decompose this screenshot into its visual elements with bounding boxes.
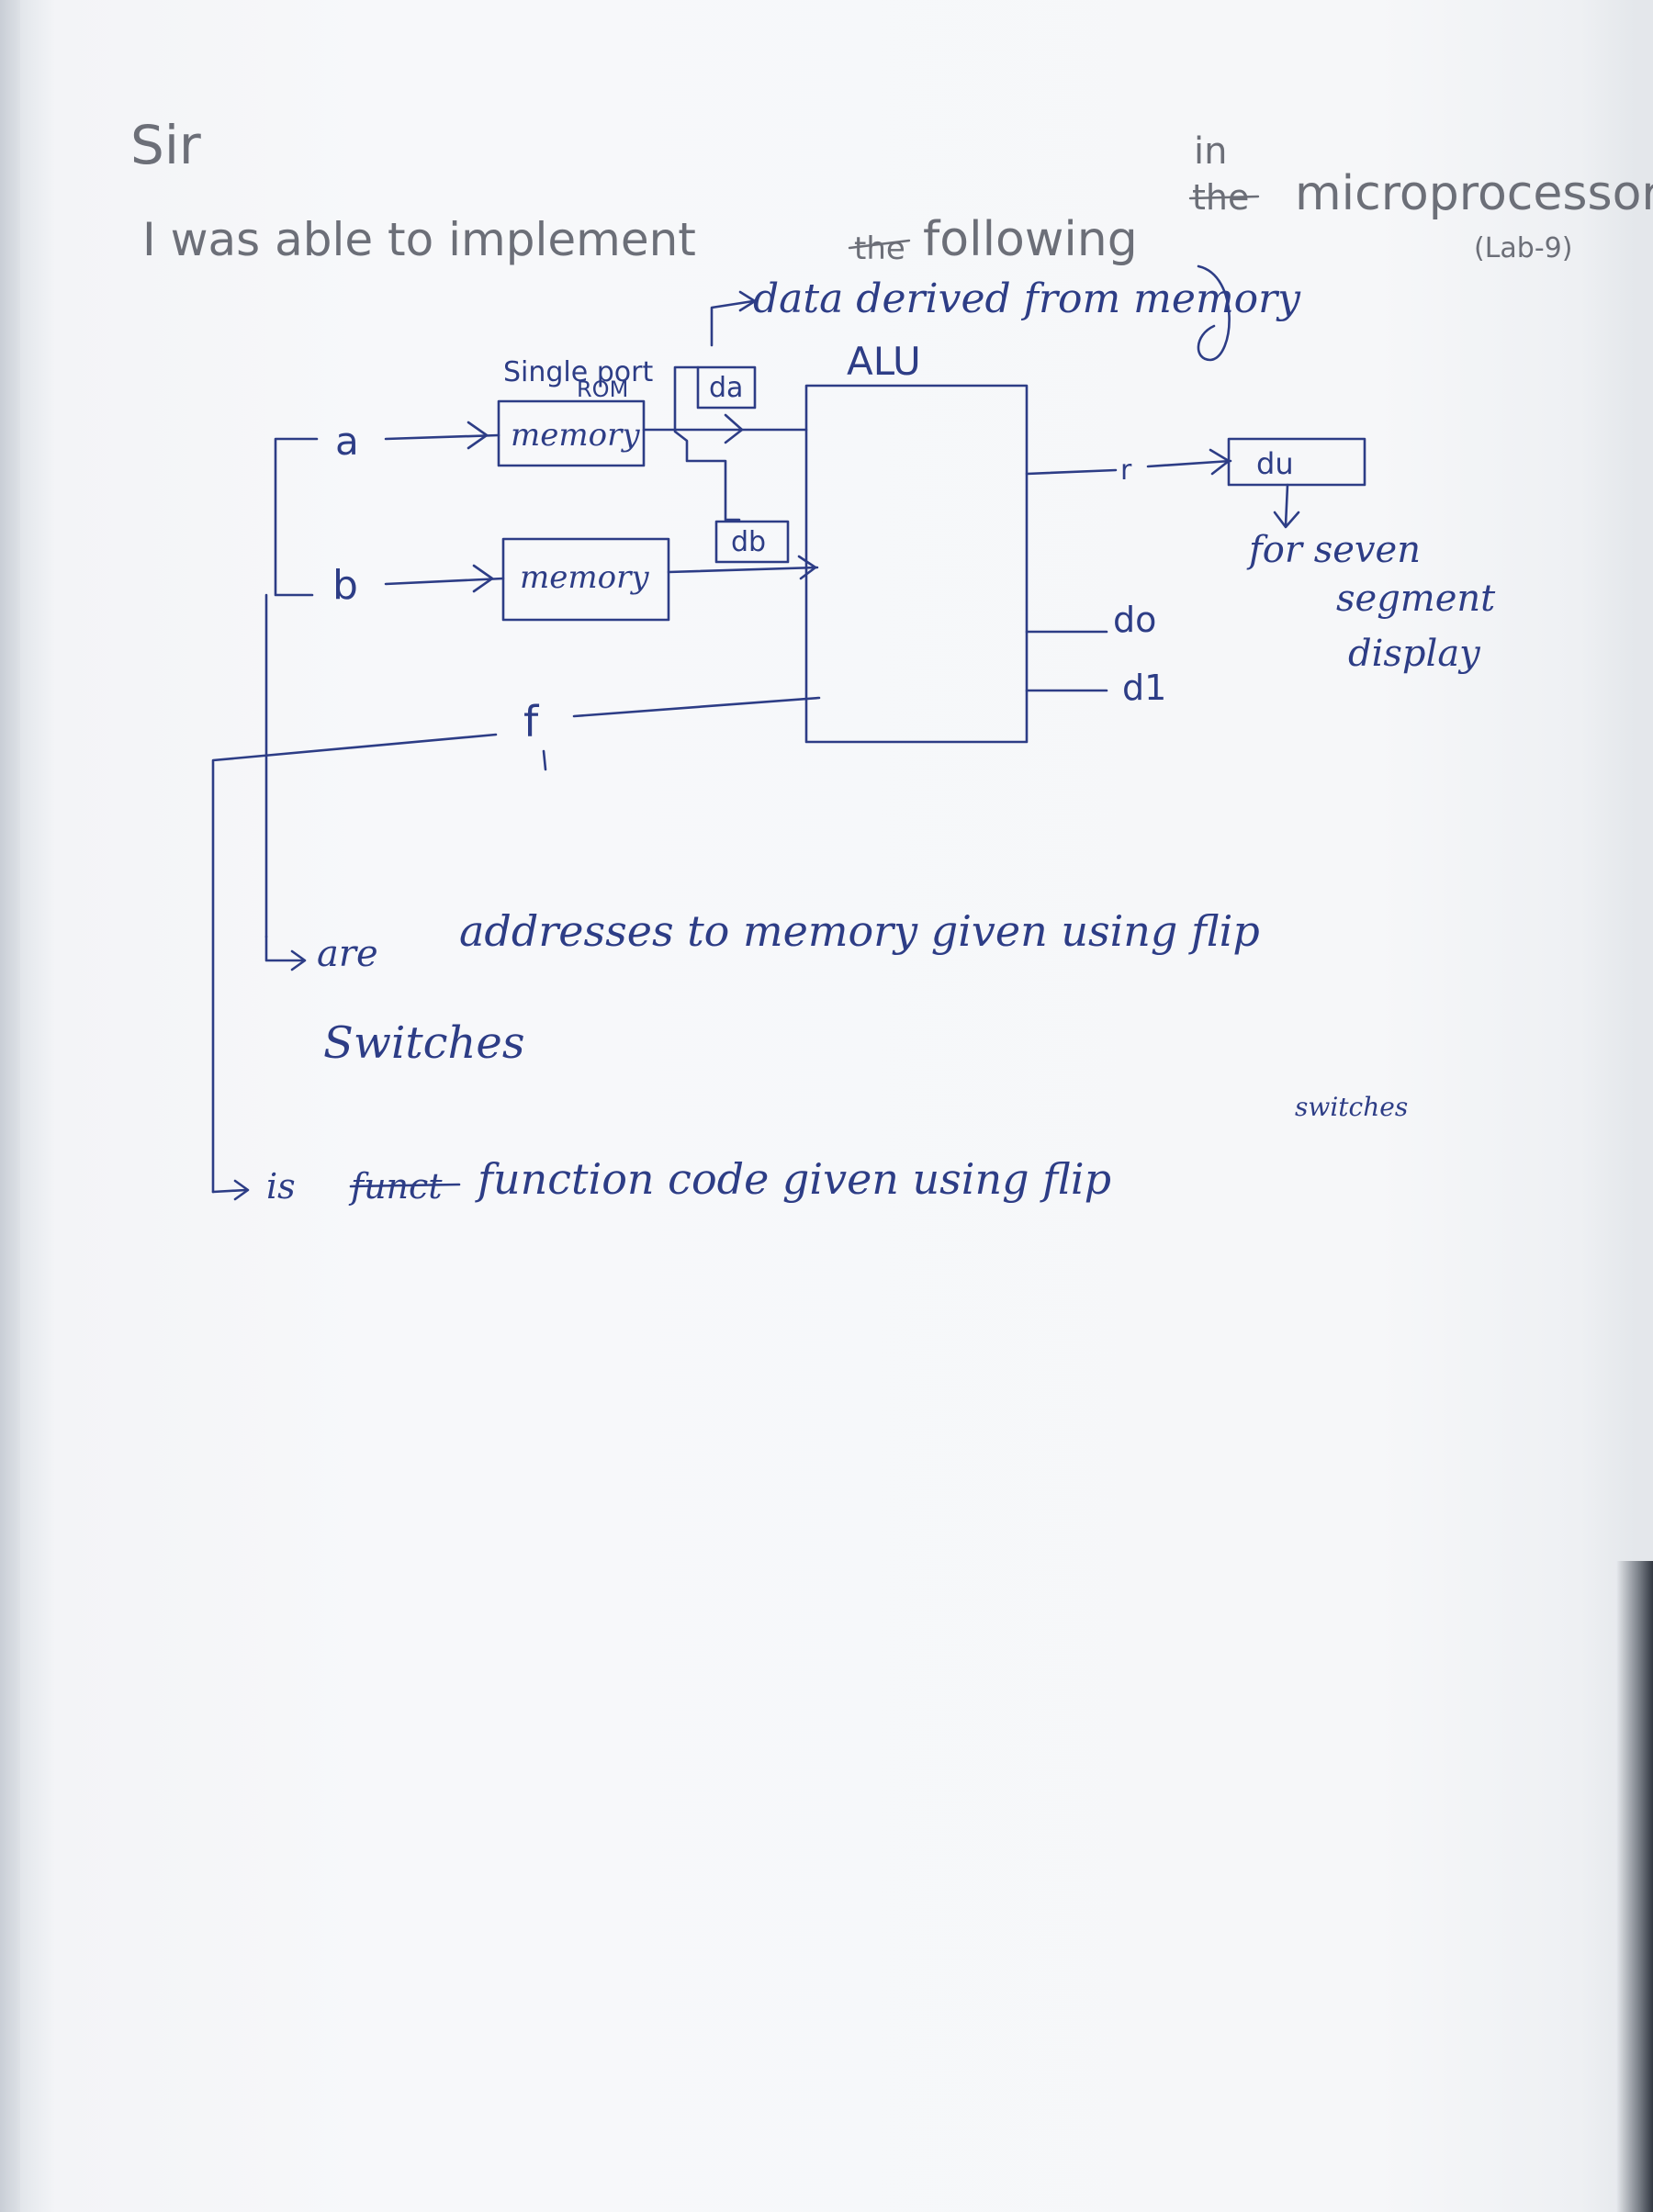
- f-tail: [542, 749, 547, 771]
- output-d0-label: do: [1113, 600, 1156, 640]
- insert-in: in: [1194, 130, 1227, 173]
- svg-text:the: the: [854, 230, 905, 267]
- note-line-1: I was able to implement: [142, 213, 696, 266]
- db-label: db: [731, 526, 766, 558]
- arrowhead-f-explain: [233, 1179, 250, 1201]
- memory-a-box: [497, 399, 646, 467]
- struck-word-1: the: [848, 230, 911, 267]
- annotation-data-derived: data derived from memory: [753, 275, 1301, 322]
- f-explain-struck: funct: [348, 1166, 461, 1207]
- alu-box: [804, 384, 1029, 744]
- f-explain-text: function code given using flip: [475, 1154, 1111, 1204]
- strike-line-2: [1188, 195, 1260, 200]
- strike-line-3: [349, 1183, 461, 1188]
- lab-reference: (Lab-9): [1474, 232, 1572, 264]
- annotation-flourish: [1197, 264, 1231, 362]
- memory-b-label: memory: [520, 559, 649, 596]
- bracket-ab: [274, 437, 319, 597]
- ab-explain-switches: Switches: [323, 1017, 524, 1069]
- input-a-label: a: [335, 419, 359, 464]
- ab-explain-text: addresses to memory given using flip: [459, 906, 1260, 956]
- alu-label: ALU: [847, 339, 921, 384]
- wire-b: [384, 577, 505, 586]
- salutation: Sir: [130, 114, 201, 176]
- note-following: following: [923, 212, 1138, 267]
- du-box: [1227, 437, 1366, 487]
- arrow-du-display: [1273, 511, 1300, 529]
- arrow-f-explain: [211, 1188, 248, 1194]
- da-label: da: [709, 372, 743, 404]
- f-explain-switches: switches: [1295, 1092, 1408, 1122]
- wire-r-du: [1146, 459, 1232, 468]
- wire-du-display: [1284, 483, 1289, 527]
- arrow-mem-a-alu: [724, 413, 744, 444]
- note-microprocessor: microprocessor,: [1295, 166, 1653, 221]
- da-box: [696, 365, 757, 410]
- arrow-a: [467, 421, 489, 450]
- wire-f: [572, 696, 821, 718]
- seven-seg-text-2: segment: [1336, 578, 1496, 620]
- page-shadow-left: [0, 0, 20, 2212]
- wire-alu-r: [1025, 468, 1118, 476]
- wire-mem-b-alu: [667, 566, 819, 574]
- f-explain-prefix: is: [266, 1166, 296, 1207]
- arrowhead-ab-explain: [290, 949, 307, 971]
- input-b-label: b: [332, 562, 358, 609]
- arrow-mem-b-alu: [797, 555, 817, 580]
- wire-a: [384, 433, 500, 441]
- memory-a-label: memory: [511, 417, 640, 454]
- rom-label-1: Single port: [503, 356, 653, 388]
- strike-line: [848, 239, 911, 250]
- input-f-label: f: [523, 697, 540, 747]
- du-label: du: [1256, 446, 1294, 481]
- arrow-b: [472, 564, 494, 593]
- output-d1-label: d1: [1122, 668, 1166, 708]
- output-r-label: r: [1120, 455, 1132, 487]
- annotation-arrow: [710, 299, 755, 347]
- annotation-arrowhead: [738, 290, 757, 312]
- page-shadow-corner: [1616, 1561, 1653, 2212]
- arrow-ab-explain: [264, 935, 305, 962]
- ab-explain-prefix: are: [317, 933, 378, 975]
- wire-f-down: [211, 733, 498, 1194]
- rom-label-2: ROM: [577, 376, 628, 402]
- struck-word-2: the: [1188, 177, 1260, 218]
- seven-seg-text-3: display: [1348, 633, 1481, 675]
- seven-seg-text-1: for seven: [1246, 529, 1421, 571]
- bus-connector: [673, 365, 741, 522]
- db-box: [714, 520, 790, 564]
